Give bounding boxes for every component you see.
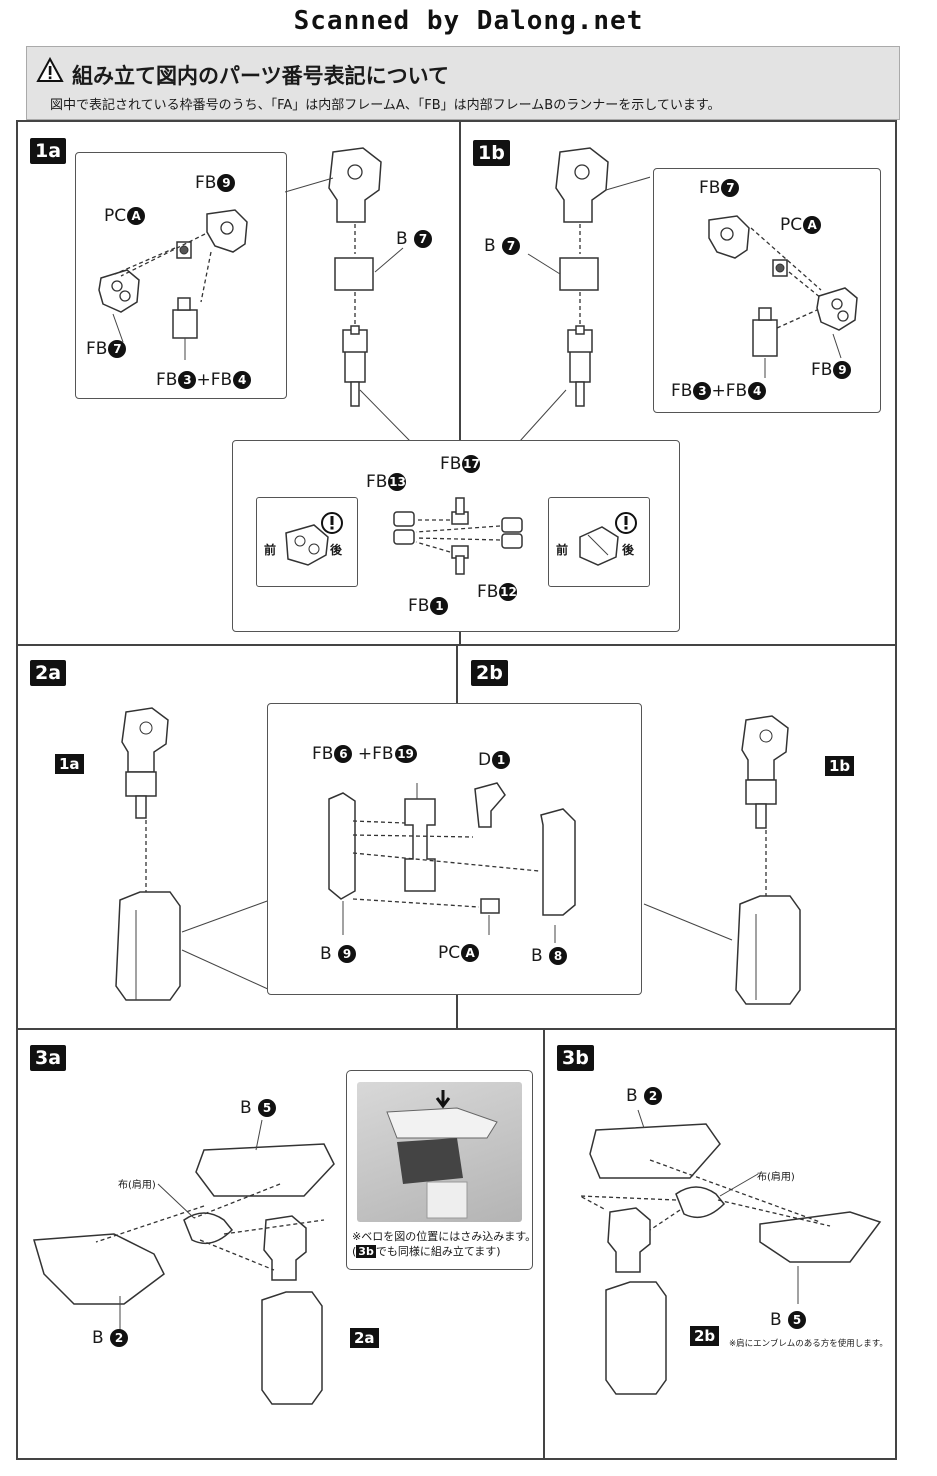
warning-triangle-icon (36, 57, 64, 82)
note-text: ※肩にエンブレムのある方を使用します。 (729, 1339, 888, 1349)
divider (16, 1028, 897, 1030)
step-badge-2a: 2a (30, 660, 67, 686)
part-label: B 7 (396, 229, 433, 249)
divider (16, 120, 897, 122)
notice-box (26, 46, 900, 120)
step-badge-1b: 1b (473, 140, 510, 166)
shoulder-assembly-3b (579, 1109, 882, 1395)
ref-badge-2b: 2b (690, 1326, 720, 1346)
cloth-label: 布(肩用) (118, 1180, 156, 1191)
part-label: B 2 (92, 1328, 129, 1348)
part-diagram-1a (98, 209, 248, 360)
part-diagram-1b (708, 215, 858, 378)
ref-badge-2a: 2a (350, 1328, 379, 1348)
photo-arrow-icon (386, 1090, 498, 1219)
divider (543, 1028, 545, 1460)
step-badge-3a: 3a (30, 1045, 67, 1071)
divider (459, 120, 461, 644)
part-label: B 5 (770, 1310, 807, 1330)
divider (895, 120, 897, 1460)
part-label: B 9 (320, 944, 357, 964)
arm-assembly-1b (527, 147, 650, 407)
part-label: B 5 (240, 1098, 277, 1118)
leg-assembly-2a (115, 707, 271, 1001)
joint-orientation-diagram (285, 512, 343, 566)
divider (16, 1458, 897, 1460)
notice-body: 図中で表記されている枠番号のうち、「FA」は内部フレームA、「FB」は内部フレー… (50, 98, 721, 113)
callout-lines (359, 389, 567, 442)
step-badge-1a: 1a (30, 138, 67, 164)
back-label: 後 (330, 543, 343, 557)
ref-badge-3b: 3b (356, 1245, 376, 1258)
step-badge-3b: 3b (557, 1045, 594, 1071)
part-label: B 2 (626, 1086, 663, 1106)
shoulder-assembly-3a (33, 1119, 335, 1405)
step-badge-2b: 2b (471, 660, 508, 686)
watermark-text: Scanned by Dalong.net (293, 6, 644, 36)
notice-title: 組み立て図内のパーツ番号表記について (72, 64, 449, 88)
leg-assembly-2b (643, 715, 801, 1005)
part-label: B 8 (531, 946, 568, 966)
divider (16, 120, 18, 1460)
front-label: 前 (556, 543, 569, 557)
part-label: B 7 (484, 236, 521, 256)
joint-orientation-diagram (579, 512, 637, 566)
arm-assembly-1a (285, 147, 404, 407)
ref-badge-1a: 1a (55, 754, 84, 774)
part-diagram-2b (328, 782, 576, 943)
front-label: 前 (264, 543, 277, 557)
cloth-label: 布(肩用) (757, 1172, 795, 1183)
ref-badge-1b: 1b (825, 756, 855, 776)
joint-parts-diagram (393, 497, 523, 575)
note-text: ※ベロを図の位置にはさみ込みます。 (352, 1230, 537, 1243)
back-label: 後 (622, 543, 635, 557)
